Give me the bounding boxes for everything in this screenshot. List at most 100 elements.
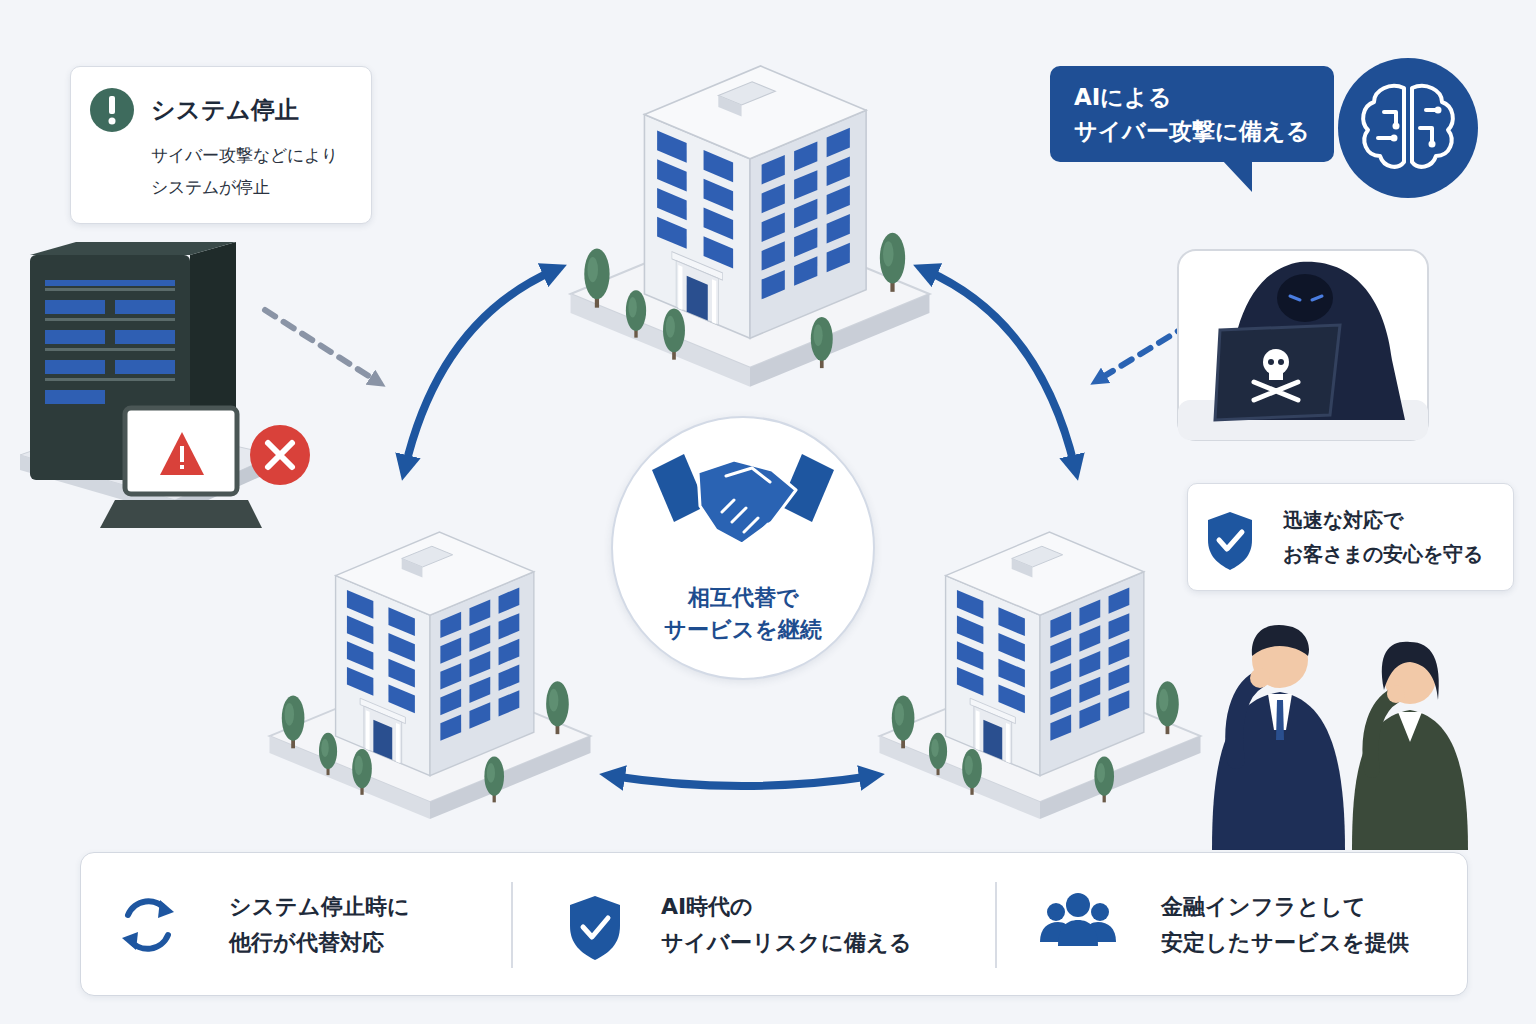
ai-brain-icon [1384, 112, 1396, 124]
node-text: システム停止時に 他行が代替対応 [229, 889, 410, 961]
customer-people [1276, 700, 1284, 740]
ai-brain-icon [1363, 86, 1453, 167]
center-circle: 相互代替で サービスを継続 [611, 416, 875, 680]
handshake-icon [652, 454, 834, 544]
server-illustration [45, 318, 175, 321]
server-illustration [30, 242, 236, 255]
node-text: 金融インフラとして 安定したサービスを提供 [1161, 889, 1409, 961]
bank-building [571, 66, 930, 387]
people-icon [1091, 903, 1109, 921]
band-divider [512, 882, 996, 968]
shield-icon [1208, 512, 1252, 570]
server-illustration [45, 348, 175, 351]
sync-icon [128, 901, 166, 915]
hacker-illustration [1263, 349, 1289, 375]
hacker-illustration [1178, 250, 1428, 440]
people-icon [1086, 922, 1116, 942]
bubble-tail [1222, 160, 1252, 192]
shield-icon [570, 896, 620, 960]
handshake-icon [698, 460, 796, 544]
people-icon [1040, 893, 1116, 946]
customer-people [1387, 685, 1405, 703]
hacker-illustration [1268, 359, 1274, 365]
shield-icon [1219, 532, 1242, 549]
server-illustration [45, 280, 175, 286]
server-illustration [45, 300, 105, 314]
hacker-illustration [1277, 274, 1333, 322]
server-illustration [160, 432, 204, 475]
server-illustration [268, 443, 292, 467]
dashed-arrow [265, 310, 1188, 382]
ai-brain-icon [1429, 141, 1436, 148]
hacker-illustration [1215, 325, 1340, 420]
hacker-illustration [1269, 372, 1283, 380]
server-illustration [115, 360, 175, 374]
server-illustration [20, 242, 310, 528]
alert-icon [109, 118, 116, 125]
shield-icon [583, 918, 608, 937]
ai-brain-icon [1338, 58, 1478, 198]
shield-icon [570, 896, 620, 960]
ai-brain-icon [1391, 135, 1398, 142]
band-divider [511, 882, 513, 968]
node-heading: システム停止 [151, 93, 299, 127]
server-illustration [180, 446, 184, 462]
alert-icon [90, 88, 134, 132]
customer-people [1212, 625, 1468, 850]
server-illustration [250, 425, 310, 485]
summary-band: システム停止時に 他行が代替対応 AI時代の サイバーリスクに備える 金融インフラと… [80, 852, 1468, 996]
ai-brain-icon [1338, 58, 1478, 198]
server-illustration [125, 408, 237, 494]
handshake-icon [780, 454, 834, 522]
people-icon [1066, 893, 1090, 917]
dashed-arrow [1098, 325, 1188, 380]
alert-icon [109, 96, 115, 114]
sync-icon [158, 900, 174, 918]
alert-icon [90, 88, 134, 132]
sync-icon [122, 932, 138, 950]
info-callout: 迅速な対応で お客さまの安心を守る [1187, 483, 1514, 591]
ai-brain-icon [1363, 86, 1404, 167]
handshake-icon [726, 468, 770, 482]
customer-people [1370, 696, 1394, 770]
node-text: AI時代の サイバーリスクに備える [661, 889, 912, 961]
people-icon [1058, 920, 1098, 946]
ai-brain-icon [1378, 136, 1392, 140]
bank-building [270, 532, 591, 819]
hacker-illustration [1278, 359, 1284, 365]
server-illustration [45, 288, 175, 291]
speech-bubble: AIによる サイバー攻撃に備える [1050, 66, 1334, 162]
server-illustration [100, 500, 262, 528]
server-illustration [45, 330, 105, 344]
handshake-icon [652, 454, 706, 522]
node-text: サイバー攻撃などにより システムが停止 [151, 139, 338, 203]
server-illustration [45, 288, 175, 381]
server-illustration [45, 280, 175, 404]
hacker-illustration [1254, 382, 1298, 400]
mutual-arrow [612, 776, 872, 786]
customer-people [1252, 625, 1309, 656]
server-illustration [115, 330, 175, 344]
server-illustration [45, 378, 175, 381]
customer-people [1250, 668, 1270, 688]
ai-brain-icon [1412, 86, 1453, 167]
server-illustration [115, 300, 175, 314]
customer-people [1398, 712, 1422, 742]
node-text: AIによる サイバー攻撃に備える [1074, 80, 1310, 148]
alert-callout: システム停止サイバー攻撃などにより システムが停止 [70, 66, 372, 224]
mutual-arrow [405, 270, 555, 468]
server-illustration [45, 360, 105, 374]
hacker-illustration [1178, 250, 1428, 440]
ai-brain-icon [1391, 107, 1442, 148]
node-text: 相互代替で サービスを継続 [664, 582, 822, 646]
hacker-illustration [1290, 296, 1322, 300]
sync-icon [122, 900, 174, 950]
bank-building [880, 532, 1201, 819]
node-text: 迅速な対応で お客さまの安心を守る [1283, 503, 1483, 571]
people-icon [1047, 903, 1065, 921]
handshake-icon [722, 500, 768, 536]
mutual-arrow [925, 270, 1075, 468]
server-illustration [45, 390, 105, 404]
dashed-arrow [265, 310, 378, 382]
